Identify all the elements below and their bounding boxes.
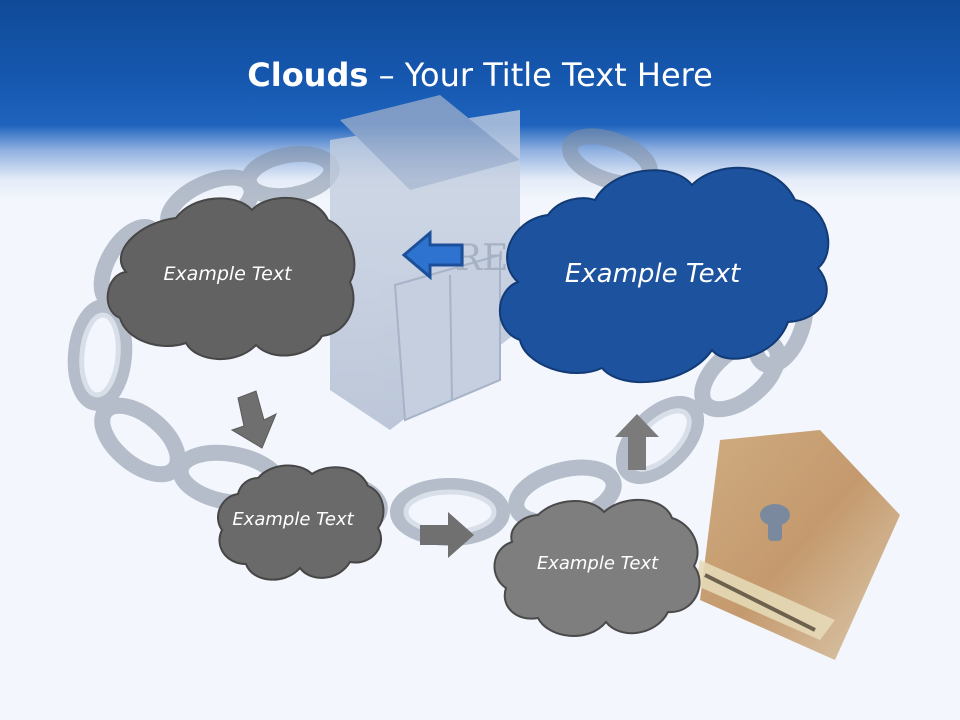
arrow-down-icon [230, 390, 277, 449]
arrow-up-icon [615, 414, 659, 470]
slide-title-bold: Clouds [247, 56, 369, 94]
cloud-top-right-text: Example Text [564, 259, 741, 290]
cloud-top-left-text: Example Text [163, 263, 292, 286]
arrow-right-icon [420, 512, 474, 558]
padlock-illustration [695, 430, 900, 660]
cloud-bottom-right-text: Example Text [536, 552, 659, 574]
slide-title-rest: – Your Title Text Here [368, 56, 713, 94]
cloud-top-right [498, 166, 830, 384]
arrow-left-icon [401, 229, 464, 281]
cloud-bottom-right [493, 498, 701, 637]
cloud-bottom-left-text: Example Text [232, 508, 354, 530]
slide-title: Clouds – Your Title Text Here [0, 56, 960, 94]
cloud-top-left [106, 196, 356, 360]
cloud-bottom-left [217, 464, 385, 581]
